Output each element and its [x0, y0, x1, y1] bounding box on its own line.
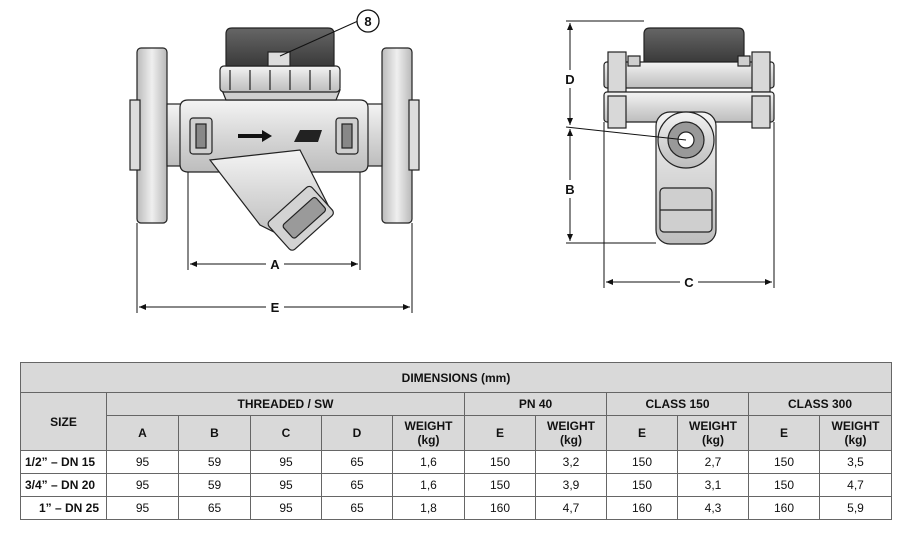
technical-drawing: 8 A E	[129, 9, 775, 315]
cell-c: 95	[250, 473, 322, 497]
size-header: SIZE	[20, 392, 107, 451]
cell-d: 65	[321, 496, 393, 520]
dimension-e	[136, 223, 413, 313]
cap	[225, 27, 335, 67]
cell-b: 65	[178, 496, 251, 520]
col-b: B	[178, 415, 251, 451]
cell-b: 59	[178, 473, 251, 497]
col-d: D	[321, 415, 393, 451]
cell-e-pn40: 150	[464, 450, 536, 474]
cell-e-class300: 150	[748, 450, 820, 474]
left-flange	[136, 47, 168, 224]
cell-weight-pn40: 3,2	[535, 450, 607, 474]
cell-e-class150: 160	[606, 496, 678, 520]
cell-e-class150: 150	[606, 473, 678, 497]
size-cell: 1/2” – DN 15	[20, 450, 107, 474]
cell-e-class300: 150	[748, 473, 820, 497]
size-cell: 3/4” – DN 20	[20, 473, 107, 497]
cell-a: 95	[106, 473, 179, 497]
col-e-class150: E	[606, 415, 678, 451]
group-pn40: PN 40	[464, 392, 607, 416]
col-weight-threaded: WEIGHT(kg)	[392, 415, 465, 451]
size-cell: 1” – DN 25	[20, 496, 107, 520]
dimension-c	[603, 122, 775, 288]
cell-b: 59	[178, 450, 251, 474]
group-class150: CLASS 150	[606, 392, 749, 416]
front-view	[129, 27, 420, 251]
cell-e-pn40: 160	[464, 496, 536, 520]
table-row: 1” – DN 25 95 65 95 65 1,8 160 4,7 160 4…	[20, 496, 892, 520]
cell-d: 65	[321, 473, 393, 497]
table-row: 1/2” – DN 15 95 59 95 65 1,6 150 3,2 150…	[20, 450, 892, 474]
side-cap	[643, 27, 745, 63]
dimension-d	[565, 20, 687, 141]
dimensions-table: DIMENSIONS (mm) SIZE THREADED / SW PN 40…	[20, 362, 892, 520]
right-flange	[381, 47, 413, 224]
col-a: A	[106, 415, 179, 451]
cell-e-class300: 160	[748, 496, 820, 520]
dimension-b	[566, 129, 656, 244]
callout-8: 8	[279, 9, 380, 57]
cell-weight-threaded: 1,6	[392, 450, 465, 474]
dimension-e-label: E	[271, 300, 280, 315]
cell-e-pn40: 150	[464, 473, 536, 497]
group-threaded: THREADED / SW	[106, 392, 465, 416]
dimension-b-label: B	[565, 182, 574, 197]
callout-number: 8	[364, 14, 371, 29]
cell-a: 95	[106, 450, 179, 474]
cell-a: 95	[106, 496, 179, 520]
col-weight-class150: WEIGHT(kg)	[677, 415, 749, 451]
cell-weight-class150: 4,3	[677, 496, 749, 520]
group-class300: CLASS 300	[748, 392, 892, 416]
cell-d: 65	[321, 450, 393, 474]
col-e-class300: E	[748, 415, 820, 451]
cell-weight-pn40: 4,7	[535, 496, 607, 520]
col-e-pn40: E	[464, 415, 536, 451]
cell-c: 95	[250, 496, 322, 520]
col-weight-pn40: WEIGHT(kg)	[535, 415, 607, 451]
cell-weight-class300: 4,7	[819, 473, 892, 497]
cell-weight-class150: 2,7	[677, 450, 749, 474]
cell-weight-class300: 5,9	[819, 496, 892, 520]
cell-weight-threaded: 1,6	[392, 473, 465, 497]
dimension-d-label: D	[565, 72, 574, 87]
col-weight-class300: WEIGHT(kg)	[819, 415, 892, 451]
cell-weight-threaded: 1,8	[392, 496, 465, 520]
cell-e-class150: 150	[606, 450, 678, 474]
cell-weight-pn40: 3,9	[535, 473, 607, 497]
table-row: 3/4” – DN 20 95 59 95 65 1,6 150 3,9 150…	[20, 473, 892, 497]
dimension-c-label: C	[684, 275, 694, 290]
cell-weight-class150: 3,1	[677, 473, 749, 497]
dimension-a-label: A	[270, 257, 280, 272]
dimension-a	[187, 172, 361, 270]
bonnet-ring	[219, 65, 341, 93]
side-view	[603, 27, 775, 245]
col-c: C	[250, 415, 322, 451]
table-title: DIMENSIONS (mm)	[20, 362, 892, 393]
cell-weight-class300: 3,5	[819, 450, 892, 474]
cell-c: 95	[250, 450, 322, 474]
